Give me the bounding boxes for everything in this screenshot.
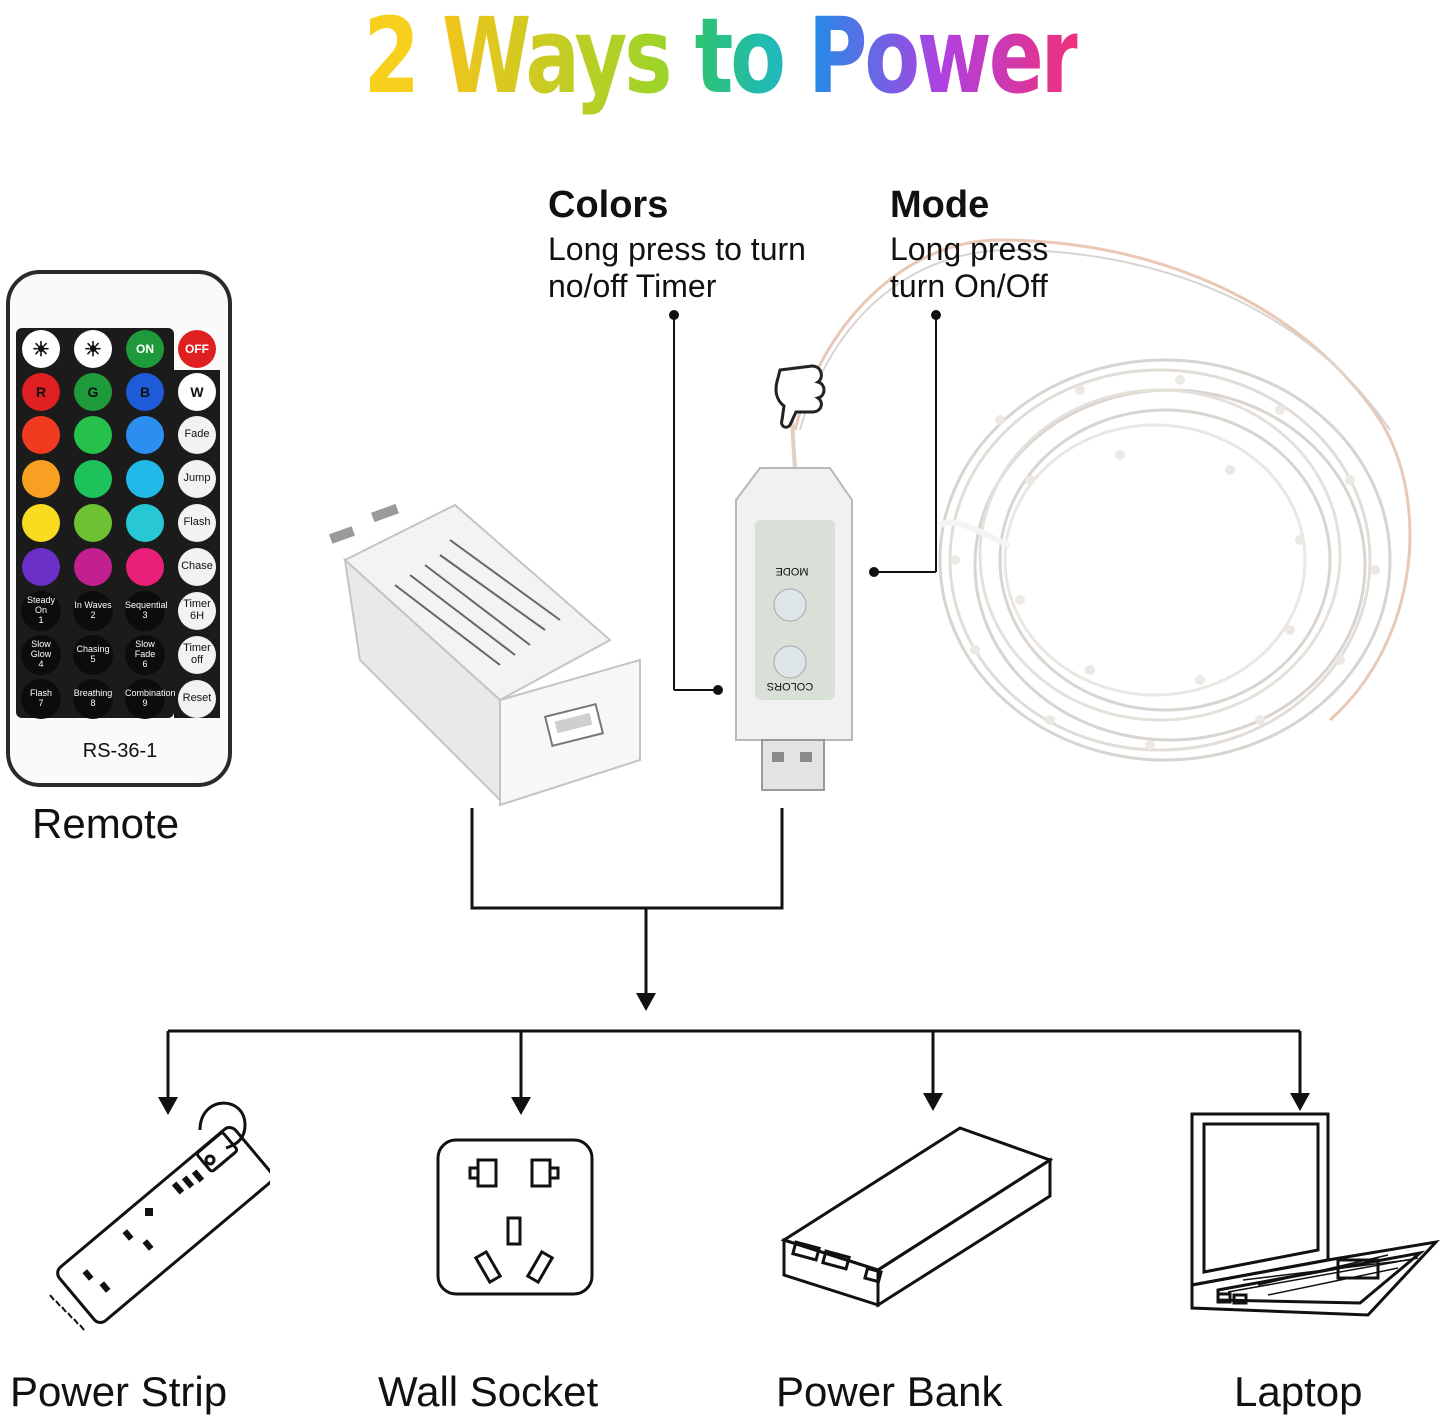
title-word-1: 2 [363,0,419,117]
colors-desc-line1: Long press to turn [548,231,806,267]
remote-brightness-up-button[interactable]: ☀ [74,330,112,368]
remote-brightness-down-button[interactable]: ☀ [22,330,60,368]
laptop-icon [1190,1112,1440,1317]
remote-off-button[interactable]: OFF [178,330,216,368]
usb-controller [735,419,853,791]
power-adapter [329,503,641,807]
remote-color-button[interactable] [22,504,60,542]
remote-color-button[interactable] [22,460,60,498]
title-word-4: Power [808,0,1081,119]
pointing-hand-icon [774,364,826,429]
remote-on-button[interactable]: ON [126,330,164,368]
remote-color-button[interactable] [126,504,164,542]
remote-color-button[interactable] [74,416,112,454]
cable-tie [938,519,1011,548]
remote-caption: Remote [32,800,180,847]
remote-color-button[interactable] [74,460,112,498]
laptop-label: Laptop [1234,1368,1363,1415]
title-word-3: to [695,0,786,119]
mode-desc-line1: Long press [890,231,1049,267]
remote-w-button[interactable]: W [178,373,216,411]
remote-color-button[interactable] [74,504,112,542]
power-strip-label: Power Strip [10,1368,228,1415]
power-strip-icon [49,1101,270,1331]
remote-color-button[interactable] [74,548,112,586]
remote-fade-button[interactable]: Fade [178,416,216,454]
remote-color-button[interactable] [22,416,60,454]
page-title: 2 Ways to Power [159,0,1283,119]
fairy-lights-coil [793,238,1412,762]
remote-model: RS-36-1 [82,740,158,762]
remote-color-button[interactable] [126,416,164,454]
remote-jump-button[interactable]: Jump [178,460,216,498]
remote-chase-button[interactable]: Chase [178,548,216,586]
wall-socket-icon [436,1138,594,1296]
remote-color-button[interactable] [126,548,164,586]
colors-heading: Colors [548,184,669,226]
title-word-2: Ways [442,0,673,119]
remote-reset-button[interactable]: Reset [178,680,216,718]
remote-flash-button[interactable]: Flash [178,504,216,542]
wall-socket-label: Wall Socket [378,1368,599,1415]
remote-g-button[interactable]: G [74,373,112,411]
remote-b-button[interactable]: B [126,373,164,411]
remote-color-button[interactable] [22,548,60,586]
power-bank-icon [780,1126,1054,1308]
mode-heading: Mode [890,184,990,226]
power-bank-label: Power Bank [776,1368,1003,1415]
remote-color-button[interactable] [126,460,164,498]
remote-r-button[interactable]: R [22,373,60,411]
colors-desc-line2: no/off Timer [548,268,717,304]
mode-desc-line2: turn On/Off [890,268,1048,304]
led-dots [950,375,1380,750]
